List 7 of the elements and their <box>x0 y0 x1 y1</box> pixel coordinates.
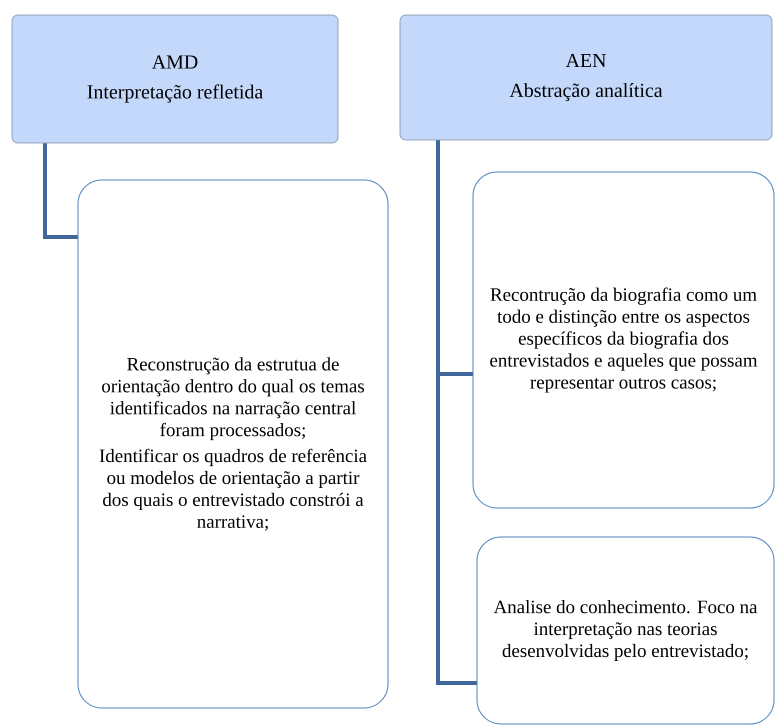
heading-box: AMD Interpretação refletida <box>12 14 338 144</box>
text-box: Reconstrução da estrutua de orientação dentro do qual os temas identificados na narração central foram processados; Identificar os quadros de referência ou modelos de orientação a partir dos quais o entrevistado constrói a narrativa; <box>78 179 388 708</box>
heading-box: AEN Abstração analítica <box>400 14 772 140</box>
text-box: Recontrução da biografia como um todo e distinção entre os aspectos específicos da biografia dos entrevistados e aqueles que possam representar outros casos; <box>472 171 774 508</box>
connector-line <box>43 143 78 239</box>
connector-line <box>436 140 476 685</box>
text-box: Analise do conhecimento. Foco na interpretação nas teorias desenvolvidas pelo entrevistado; <box>476 536 774 724</box>
